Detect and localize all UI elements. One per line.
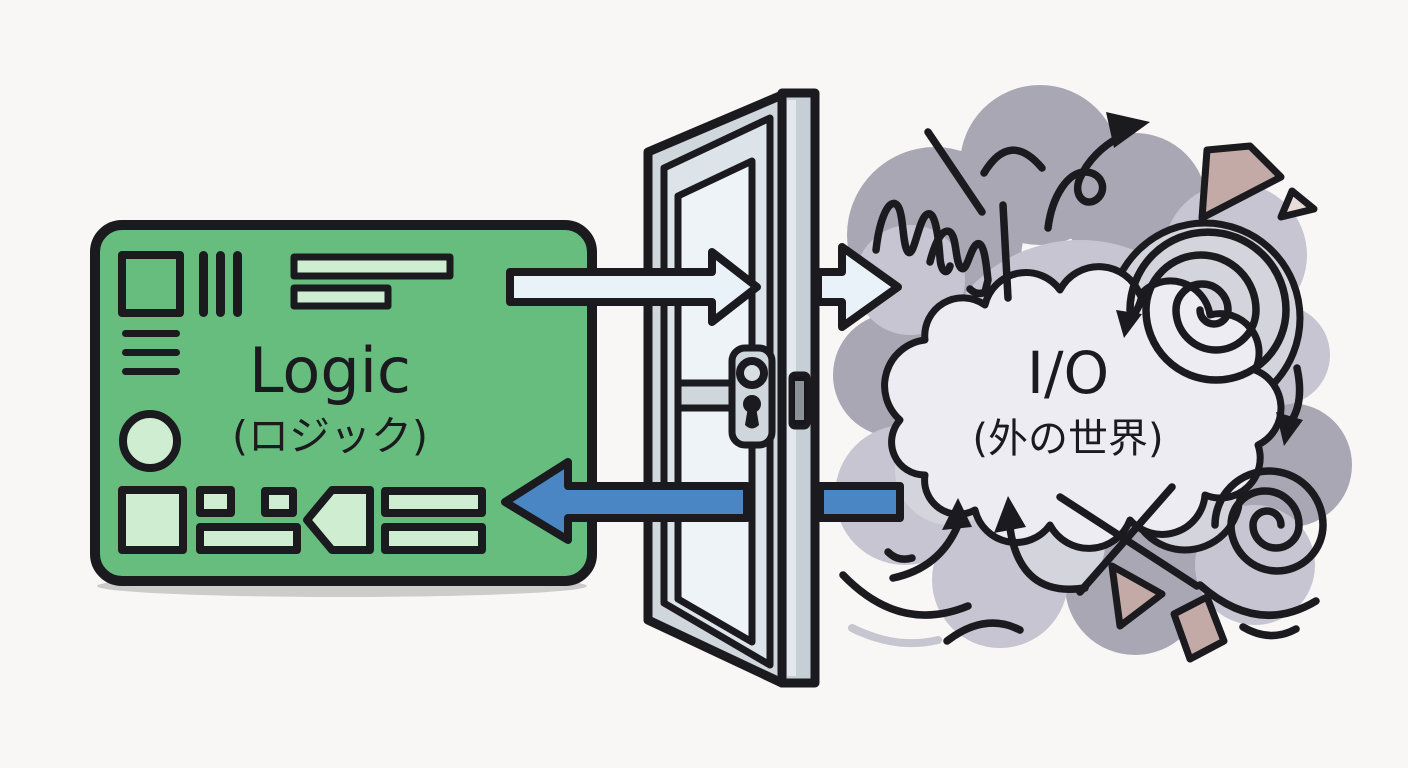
doodle-swoosh-1 <box>839 571 972 619</box>
component-square <box>118 486 187 554</box>
doodle-up-arrowhead-2-icon <box>994 496 1026 533</box>
logic-label-ja: (ロジック) <box>232 412 428 460</box>
doodle-wave <box>943 619 1024 645</box>
door <box>643 88 820 688</box>
output-arrow-right-segment <box>814 243 902 331</box>
doodle-scribble-2 <box>926 227 992 298</box>
strike-plate-slot <box>795 381 804 420</box>
component-pentagon <box>303 486 374 554</box>
doodle-swoosh-3 <box>1196 581 1320 619</box>
doodle-x-line-2 <box>1076 483 1176 596</box>
component-row <box>118 486 486 554</box>
chaos-doodles <box>839 112 1327 663</box>
component-pad-1 <box>196 486 235 517</box>
component-pad-2 <box>261 487 297 517</box>
doodle-swoosh-4 <box>1239 623 1300 640</box>
doodle-loop-arrowhead-icon <box>1106 112 1150 148</box>
doodle-loop-arrow <box>1044 134 1122 232</box>
doodle-pink-triangle <box>1108 562 1166 630</box>
io-label-ja: (外の世界) <box>972 416 1163 462</box>
component-bar-1 <box>196 523 301 554</box>
deadbolt-thumbturn <box>736 357 768 389</box>
doodle-up-arrowhead-1-icon <box>942 498 972 530</box>
doodle-up-arrow-2 <box>1006 524 1089 593</box>
component-bar-3 <box>381 523 486 554</box>
doodle-spiral-large <box>1126 228 1290 384</box>
io-arrows <box>501 243 904 544</box>
output-arrow-left-segment <box>506 248 761 326</box>
component-bar-2 <box>381 487 486 517</box>
doodle-slash-line <box>924 128 986 216</box>
doodle-paper-scrap <box>1170 593 1228 663</box>
io-cloud: I/O (外の世界) <box>833 85 1352 663</box>
input-arrow-tail-segment <box>816 482 904 522</box>
input-arrow-head-segment <box>501 458 751 544</box>
doodle-kite-shape <box>1198 142 1285 222</box>
doodle-down-arrowhead-icon <box>1116 310 1142 338</box>
doodle-arc <box>980 146 1046 177</box>
doodle-tick-line <box>999 201 1012 302</box>
doodle-swoosh-shadow <box>848 624 942 648</box>
doodle-swoosh-2 <box>884 548 916 563</box>
trace-lines <box>122 330 180 375</box>
chip-outline <box>118 251 184 317</box>
doodle-small-triangle <box>1277 187 1318 221</box>
logic-board: Logic (ロジック) <box>90 220 597 597</box>
board-capacitor-circle <box>119 410 181 472</box>
doodle-spiral-small <box>1211 467 1327 575</box>
keyhole-stem <box>745 407 759 429</box>
doodle-up-arrow-1 <box>889 521 962 582</box>
doodle-scribble-1 <box>872 199 954 276</box>
doodle-curve-arrowhead-icon <box>1276 412 1303 446</box>
io-label: I/O <box>1027 339 1109 407</box>
keyhole-icon <box>743 395 761 413</box>
logic-label: Logic <box>249 334 411 407</box>
bus-bars <box>290 253 454 310</box>
pin-bars <box>199 251 242 317</box>
doodle-curve-arrow-right <box>1288 364 1304 424</box>
